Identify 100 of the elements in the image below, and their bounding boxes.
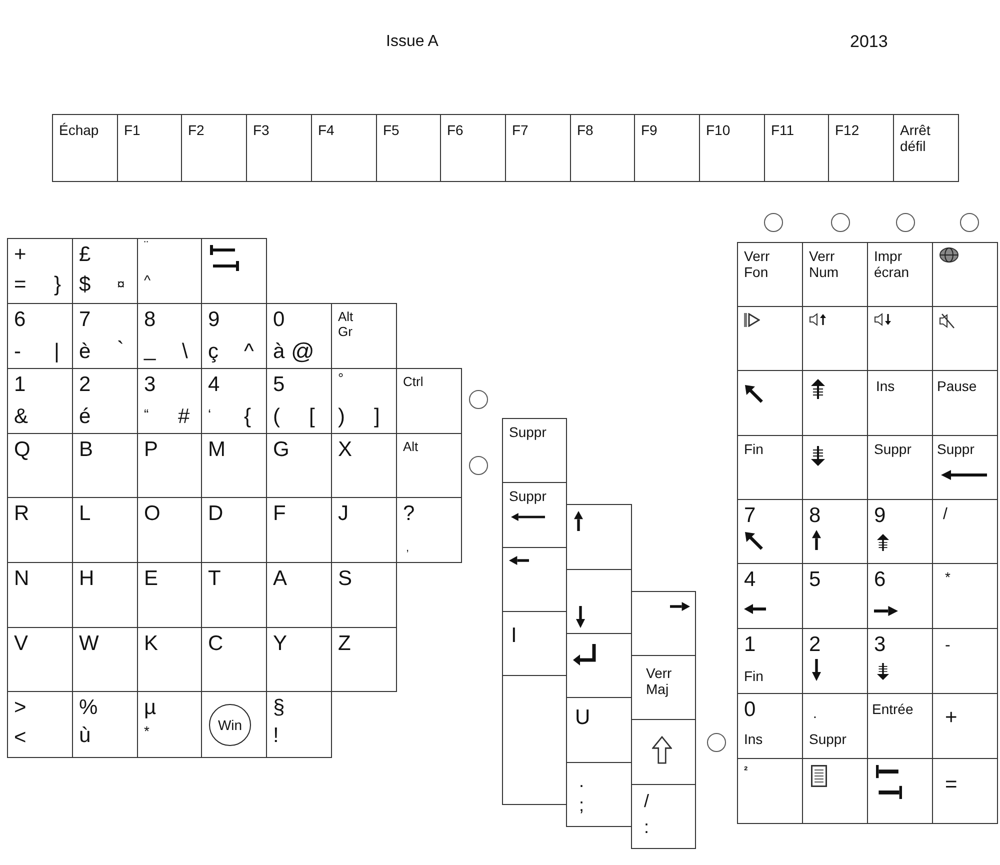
key-legend: =	[945, 773, 958, 797]
key-legend: +	[945, 706, 958, 730]
key-legend: 3	[144, 373, 156, 397]
key-legend: F12	[835, 123, 860, 139]
key-legend: .	[579, 771, 584, 792]
keyboard-key	[932, 758, 998, 824]
key-legend: Y	[273, 632, 288, 656]
key-legend: H	[79, 567, 94, 591]
indicator-light	[764, 212, 782, 232]
keyboard-key	[331, 627, 397, 692]
key-legend: Verr Num	[809, 249, 849, 280]
keyboard-key	[311, 114, 377, 182]
key-legend: Suppr	[874, 442, 912, 458]
keyboard-key	[764, 114, 829, 182]
key-legend: §	[273, 696, 285, 720]
key-legend: 5	[273, 373, 285, 397]
key-legend: S	[338, 567, 352, 591]
key-legend: <	[14, 726, 26, 750]
key-legend: Arrêt défil	[900, 123, 950, 154]
key-legend: Alt Gr	[338, 310, 368, 340]
key-legend: 8	[809, 504, 821, 528]
key-legend: F9	[641, 123, 658, 139]
key-legend: 1	[744, 633, 756, 657]
key-legend: 8	[144, 308, 156, 332]
key-legend: F7	[512, 123, 528, 139]
key-legend: 0	[273, 308, 285, 332]
key-legend: F	[273, 502, 286, 526]
key-legend: [	[309, 405, 315, 429]
key-legend: F10	[706, 123, 730, 139]
key-legend: D	[208, 502, 224, 526]
key-legend: 9	[208, 308, 220, 332]
key-legend: ^	[144, 273, 151, 289]
key-legend: F1	[124, 123, 140, 139]
key-legend: 7	[744, 504, 756, 528]
key-legend: F3	[253, 123, 270, 139]
key-legend: P	[144, 438, 158, 462]
key-legend: 6	[874, 568, 886, 592]
key-legend: `	[117, 338, 124, 362]
key-legend: 4	[208, 373, 220, 397]
key-legend: Suppr	[509, 489, 546, 505]
keyboard-key	[396, 497, 462, 563]
keyboard-key	[893, 114, 959, 182]
key-legend: M	[208, 438, 226, 462]
key-legend: Impr écran	[874, 249, 924, 280]
key-legend: L	[79, 502, 91, 526]
key-legend: _	[144, 338, 156, 362]
issue-label: Issue A	[386, 33, 438, 51]
key-legend: R	[14, 502, 30, 526]
keyboard-key	[566, 504, 632, 570]
key-legend: Suppr	[937, 442, 974, 458]
circled-key-legend: Win	[209, 704, 251, 746]
key-legend: Verr Fon	[744, 249, 784, 280]
key-legend: 7	[79, 308, 91, 332]
key-legend: 9	[874, 504, 886, 528]
key-legend: 0	[744, 698, 756, 722]
key-legend: \	[182, 340, 188, 364]
key-legend: Alt	[403, 440, 418, 455]
key-legend: J	[338, 502, 348, 526]
key-legend: F11	[771, 123, 794, 139]
key-legend: %	[79, 696, 98, 720]
key-legend: Ctrl	[403, 375, 424, 390]
key-legend: è	[79, 340, 91, 364]
keyboard-key	[737, 242, 803, 307]
keyboard-key	[502, 418, 567, 483]
keyboard-key	[502, 675, 567, 805]
key-legend: W	[79, 632, 99, 656]
key-legend: Ins	[876, 379, 895, 395]
key-legend: |	[54, 340, 60, 364]
keyboard-key	[201, 238, 267, 304]
indicator-light	[706, 732, 726, 752]
key-legend: F4	[318, 123, 334, 139]
key-legend: 4	[744, 568, 756, 592]
keyboard-key	[570, 114, 635, 182]
key-legend: ;	[579, 795, 584, 816]
key-legend: !	[273, 724, 279, 748]
key-legend: Suppr	[809, 732, 846, 748]
key-legend: -	[14, 340, 21, 364]
key-legend: F2	[188, 123, 204, 139]
indicator-light	[468, 456, 488, 474]
key-legend: V	[14, 632, 28, 656]
key-legend: 5	[809, 568, 821, 592]
keyboard-key	[331, 303, 397, 369]
key-legend: O	[144, 502, 160, 526]
key-legend: Fin	[744, 442, 764, 458]
key-legend: µ	[144, 696, 156, 720]
keyboard-key	[266, 691, 332, 758]
key-legend: ]	[374, 405, 380, 429]
key-legend: N	[14, 567, 30, 591]
key-legend: Pause	[937, 379, 977, 395]
key-legend: ¤	[117, 277, 125, 293]
keyboard-key	[631, 591, 696, 656]
keyboard-key	[634, 114, 700, 182]
key-legend: F8	[577, 123, 594, 139]
key-legend: ?	[403, 502, 415, 526]
indicator-light	[468, 390, 488, 408]
key-legend: X	[338, 438, 352, 462]
key-legend: *	[144, 724, 150, 740]
key-legend: Verr Maj	[646, 666, 682, 698]
key-legend: °	[338, 371, 344, 387]
year-label: 2013	[850, 33, 888, 52]
